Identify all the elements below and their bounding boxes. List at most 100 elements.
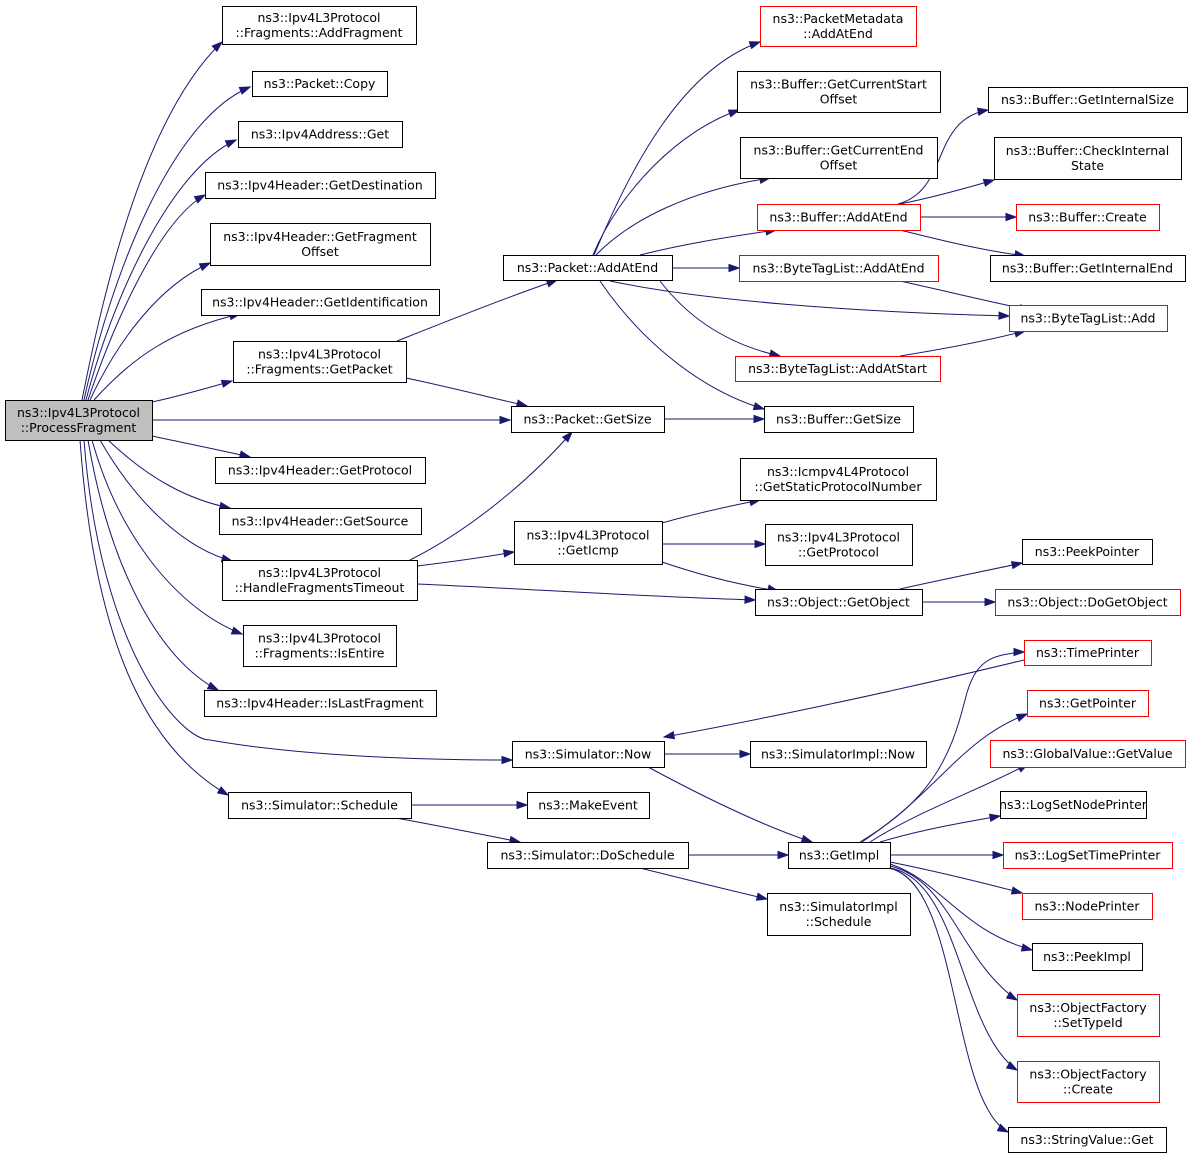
call-edge (663, 659, 1025, 738)
node-icmpstatic[interactable]: ns3::Icmpv4L4Protocol::GetStaticProtocol… (740, 458, 937, 501)
node-handlefrag[interactable]: ns3::Ipv4L3Protocol::HandleFragmentsTime… (222, 560, 418, 601)
arrowhead (1010, 561, 1024, 570)
node-label: ns3::GlobalValue::GetValue (1002, 746, 1172, 761)
call-edge (405, 377, 528, 407)
node-bufgetsize[interactable]: ns3::Buffer::GetSize (764, 406, 914, 433)
node-pktaddatend[interactable]: ns3::Packet::AddAtEnd (503, 255, 673, 281)
node-box (1027, 690, 1149, 717)
arrowhead (1013, 647, 1026, 657)
node-ofsettypeid[interactable]: ns3::ObjectFactory::SetTypeId (1017, 994, 1160, 1037)
call-edge (647, 766, 813, 843)
node-box (210, 223, 431, 266)
node-box (740, 137, 938, 179)
node-ofcreate[interactable]: ns3::ObjectFactory::Create (1017, 1061, 1160, 1103)
node-timeprinter[interactable]: ns3::TimePrinter (1024, 640, 1152, 666)
arrowhead (1020, 943, 1034, 952)
node-box (514, 521, 663, 565)
node-box (990, 255, 1186, 282)
node-nodeprinter[interactable]: ns3::NodePrinter (1022, 893, 1153, 920)
node-getimpl[interactable]: ns3::GetImpl (788, 842, 891, 869)
node-box (252, 71, 388, 97)
node-box (1008, 1127, 1167, 1153)
node-simimplnow[interactable]: ns3::SimulatorImpl::Now (750, 741, 927, 768)
arrowhead (992, 850, 1005, 860)
call-edge (869, 763, 1029, 843)
node-bufgetintend[interactable]: ns3::Buffer::GetInternalEnd (990, 255, 1186, 282)
call-edge (595, 177, 771, 256)
node-label: ns3::GetImpl (799, 848, 879, 863)
node-btladd[interactable]: ns3::ByteTagList::Add (1009, 305, 1168, 332)
node-box (1024, 640, 1152, 666)
node-label: ns3::PeekPointer (1035, 544, 1140, 559)
node-pktgetsize[interactable]: ns3::Packet::GetSize (511, 406, 665, 433)
node-logsetnode[interactable]: ns3::LogSetNodePrinter (999, 791, 1148, 819)
node-getsource[interactable]: ns3::Ipv4Header::GetSource (219, 508, 422, 535)
call-edge (99, 439, 233, 562)
arrowhead (739, 749, 752, 759)
node-label: ns3::Ipv4L3Protocol (777, 530, 900, 545)
node-peekimpl[interactable]: ns3::PeekImpl (1032, 943, 1143, 971)
node-doschedule[interactable]: ns3::Simulator::DoSchedule (487, 842, 689, 869)
arrowhead (503, 549, 516, 558)
node-makeevent[interactable]: ns3::MakeEvent (527, 792, 650, 819)
arrowhead (515, 399, 529, 408)
node-objgetobject[interactable]: ns3::Object::GetObject (755, 589, 923, 616)
arrowhead (206, 681, 220, 691)
call-edge (861, 713, 1028, 843)
node-ipv4addrget[interactable]: ns3::Ipv4Address::Get (238, 121, 403, 148)
node-getproto[interactable]: ns3::Ipv4Header::GetProtocol (215, 457, 426, 484)
node-pktcopy[interactable]: ns3::Packet::Copy (252, 71, 388, 97)
node-getpointer[interactable]: ns3::GetPointer (1027, 690, 1149, 717)
call-edge (897, 109, 989, 205)
node-getdest[interactable]: ns3::Ipv4Header::GetDestination (205, 172, 436, 199)
node-pmaddatend[interactable]: ns3::PacketMetadata::AddAtEnd (760, 6, 917, 47)
call-edge (79, 439, 229, 796)
node-box (760, 6, 917, 47)
node-isentire[interactable]: ns3::Ipv4L3Protocol::Fragments::IsEntire (243, 625, 397, 667)
node-svget[interactable]: ns3::StringValue::Get (1008, 1127, 1167, 1153)
node-root[interactable]: ns3::Ipv4L3Protocol::ProcessFragment (5, 400, 153, 441)
node-label: ::SetTypeId (1053, 1015, 1122, 1030)
node-label: ns3::ObjectFactory (1029, 1000, 1147, 1015)
arrowhead (727, 109, 741, 118)
node-btladdatend[interactable]: ns3::ByteTagList::AddAtEnd (739, 255, 939, 282)
node-getpacket[interactable]: ns3::Ipv4L3Protocol::Fragments::GetPacke… (233, 341, 407, 383)
node-schedule[interactable]: ns3::Simulator::Schedule (228, 792, 412, 819)
node-box (511, 406, 665, 433)
arrowhead (976, 107, 990, 116)
node-box (204, 690, 437, 717)
node-box (755, 589, 923, 616)
node-gvgetvalue[interactable]: ns3::GlobalValue::GetValue (990, 740, 1186, 768)
node-box (1000, 791, 1147, 819)
node-objdogetobject[interactable]: ns3::Object::DoGetObject (995, 589, 1181, 616)
arrowhead (998, 311, 1011, 320)
node-label: ::GetIcmp (557, 543, 618, 558)
node-bufgetintsize[interactable]: ns3::Buffer::GetInternalSize (988, 87, 1188, 113)
node-box (995, 589, 1181, 616)
node-islastfrag[interactable]: ns3::Ipv4Header::IsLastFragment (204, 690, 437, 717)
node-getident[interactable]: ns3::Ipv4Header::GetIdentification (201, 289, 440, 316)
node-addfragment[interactable]: ns3::Ipv4L3Protocol::Fragments::AddFragm… (222, 6, 417, 45)
node-simimplsched[interactable]: ns3::SimulatorImpl::Schedule (767, 893, 911, 936)
node-box (243, 625, 397, 667)
node-ipv4getproto[interactable]: ns3::Ipv4L3Protocol::GetProtocol (765, 524, 913, 566)
node-peekpointer[interactable]: ns3::PeekPointer (1022, 539, 1153, 565)
node-label: ns3::Simulator::Schedule (241, 798, 398, 813)
arrowhead (752, 402, 766, 411)
node-geticmp[interactable]: ns3::Ipv4L3Protocol::GetIcmp (514, 521, 663, 565)
call-edge (889, 861, 1023, 894)
call-edge (89, 262, 211, 401)
node-logsettime[interactable]: ns3::LogSetTimePrinter (1003, 842, 1173, 869)
arrowhead (224, 139, 238, 149)
call-edge (899, 179, 995, 205)
arrowhead (220, 379, 234, 388)
node-bufaddatend[interactable]: ns3::Buffer::AddAtEnd (757, 204, 921, 231)
node-label: ::HandleFragmentsTimeout (235, 580, 405, 595)
node-bufcreate[interactable]: ns3::Buffer::Create (1016, 204, 1160, 231)
node-btladdatstart[interactable]: ns3::ByteTagList::AddAtStart (735, 356, 941, 382)
node-simnow[interactable]: ns3::Simulator::Now (512, 741, 665, 768)
